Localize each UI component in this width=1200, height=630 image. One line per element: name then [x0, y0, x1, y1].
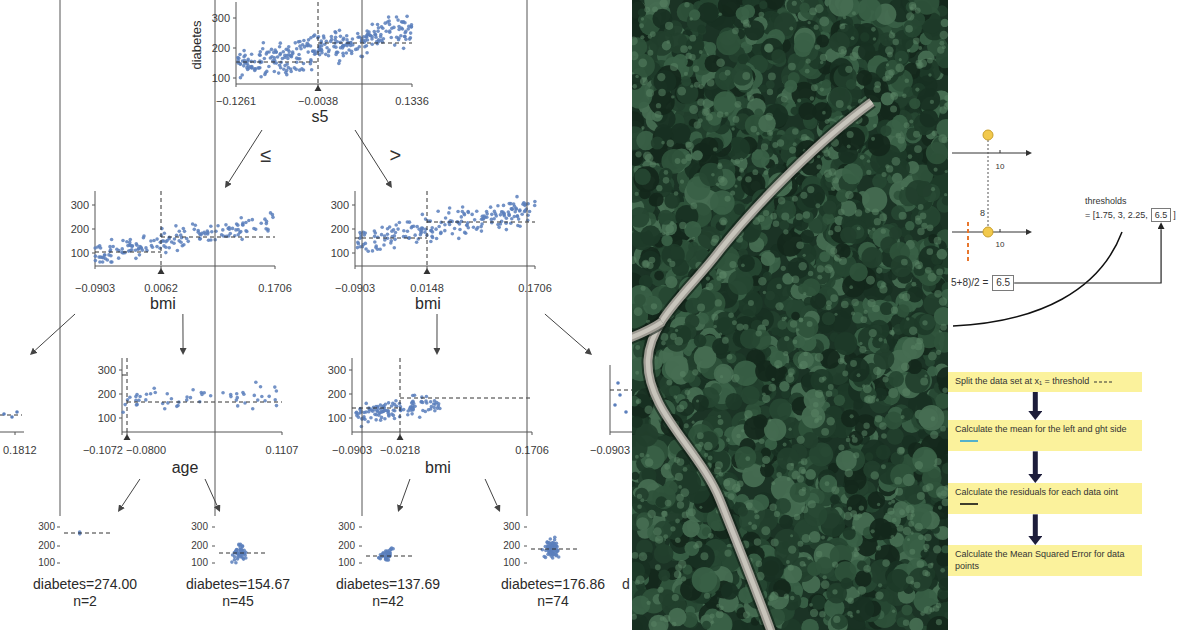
page-stage: diabetes300200100−0.1261−0.00380.1336s53… — [0, 0, 1200, 630]
